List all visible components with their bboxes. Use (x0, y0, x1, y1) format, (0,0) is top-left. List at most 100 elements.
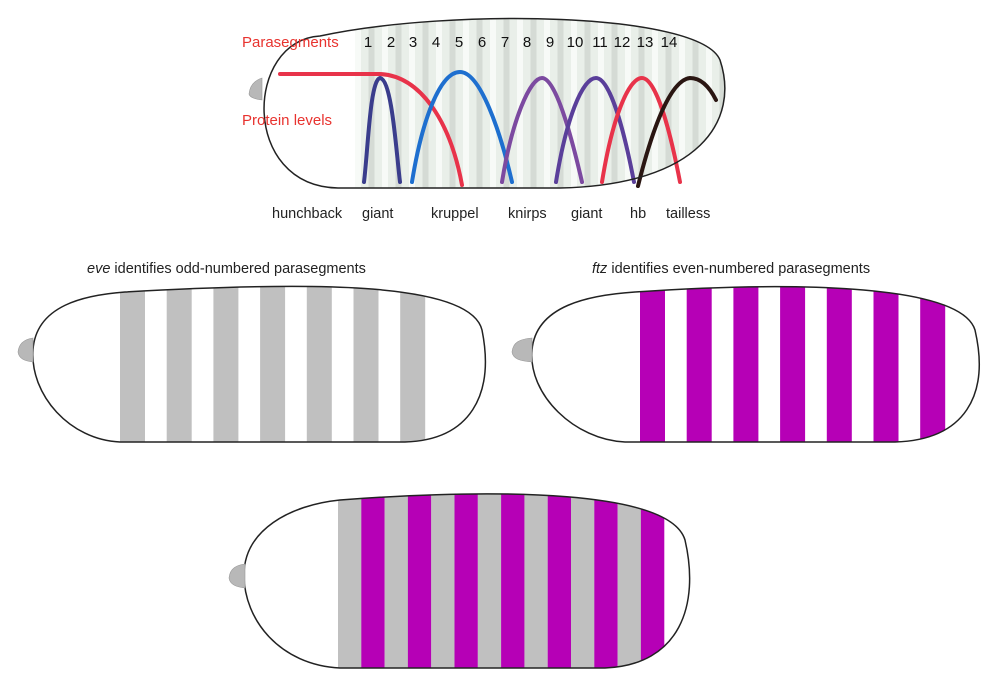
combined-ftz-stripe (547, 493, 572, 668)
parasegments-label: Parasegments (242, 34, 339, 51)
eve-embryo-outline (32, 285, 486, 443)
combined-ftz-stripe (361, 493, 385, 668)
ftz-stripes (640, 286, 946, 442)
parasegment-number: 8 (523, 34, 531, 51)
parasegment-number: 1 (364, 34, 372, 51)
ftz-stripe (920, 286, 946, 442)
ftz-stripe (873, 286, 899, 442)
parasegment-band (517, 18, 523, 188)
combined-eve-stripe (431, 493, 455, 668)
parasegment-number: 3 (409, 34, 417, 51)
eve-stripe (120, 286, 145, 442)
parasegment-band (692, 18, 699, 188)
ftz-stripe (780, 286, 806, 442)
gene-label: knirps (508, 206, 547, 222)
parasegment-band (449, 18, 456, 188)
combined-ftz-stripe (454, 493, 478, 668)
eve-stripes (120, 286, 426, 442)
combined-ftz-stripe (407, 493, 432, 668)
ftz-stripe (733, 286, 759, 442)
parasegment-band (490, 18, 496, 188)
ftz-title-gene: ftz (592, 261, 608, 277)
combined-panel (228, 493, 691, 669)
parasegment-band (463, 18, 469, 188)
knirps-curve (500, 75, 584, 184)
parasegment-number: 9 (546, 34, 554, 51)
ftz-embryo-outline (531, 285, 980, 443)
eve-stripe (166, 286, 192, 442)
ftz-panel: ftz identifies even-numbered parasegment… (511, 261, 980, 443)
eve-title-gene: eve (87, 261, 110, 277)
hunchback-curve (278, 72, 464, 187)
parasegment-number: 11 (592, 34, 608, 51)
ftz-title-text: identifies even-numbered parasegments (607, 261, 870, 277)
parasegment-band (530, 18, 537, 188)
gene-label: giant (362, 206, 393, 222)
hb-posterior-curve (600, 75, 682, 184)
parasegment-band (598, 18, 604, 188)
eve-micropyle-nub (17, 337, 34, 363)
eve-stripe (306, 286, 332, 442)
kruppel-curve (410, 69, 514, 184)
ftz-micropyle-nub (511, 337, 533, 363)
ftz-stripe (640, 286, 665, 442)
parasegment-number: 7 (501, 34, 509, 51)
parasegment-band (355, 18, 361, 188)
combined-eve-stripe (384, 493, 408, 668)
parasegment-band (476, 18, 483, 188)
parasegment-band (584, 18, 591, 188)
protein-curves (278, 69, 718, 188)
parasegment-band (638, 18, 645, 188)
parasegment-number: 4 (432, 34, 440, 51)
parasegment-band (625, 18, 631, 188)
parasegment-band (719, 18, 725, 188)
parasegment-band (503, 18, 510, 188)
gene-label: kruppel (431, 206, 479, 222)
parasegment-number: 2 (387, 34, 395, 51)
parasegment-number: 5 (455, 34, 463, 51)
ftz-stripe (686, 286, 712, 442)
combined-eve-stripe (617, 493, 641, 668)
eve-title: eve identifies odd-numbered parasegments (87, 261, 366, 277)
protein-levels-label: Protein levels (242, 112, 332, 129)
eve-stripe (353, 286, 379, 442)
parasegment-band (382, 18, 388, 188)
gene-label: hb (630, 206, 646, 222)
giant-posterior-curve (554, 75, 636, 184)
parasegment-number: 6 (478, 34, 486, 51)
combined-eve-stripe (524, 493, 548, 668)
combined-embryo-outline (243, 493, 691, 669)
parasegment-band (422, 18, 429, 188)
parasegment-band (436, 18, 442, 188)
parasegment-band (706, 18, 712, 188)
ftz-stripe (826, 286, 852, 442)
eve-stripe (400, 286, 426, 442)
parasegment-number: 14 (661, 34, 678, 51)
combined-stripes (338, 493, 665, 668)
parasegment-band (544, 18, 550, 188)
combined-eve-stripe (477, 493, 502, 668)
gene-label: giant (571, 206, 602, 222)
tailless-curve (636, 75, 718, 188)
combined-eve-stripe (571, 493, 595, 668)
parasegment-number: 10 (567, 34, 584, 51)
parasegment-band (652, 18, 658, 188)
combined-ftz-stripe (640, 493, 665, 668)
parasegment-number: 13 (637, 34, 654, 51)
top-micropyle-nub (248, 77, 263, 101)
parasegment-number: 12 (614, 34, 631, 51)
parasegment-band (409, 18, 415, 188)
combined-ftz-stripe (501, 493, 525, 668)
eve-title-text: identifies odd-numbered parasegments (110, 261, 366, 277)
parasegment-band (395, 18, 402, 188)
gene-label: tailless (666, 206, 710, 222)
combined-eve-stripe (338, 493, 362, 668)
ftz-title: ftz identifies even-numbered parasegment… (592, 261, 870, 277)
parasegment-band (679, 18, 685, 188)
parasegment-band (665, 18, 672, 188)
top-embryo-outline (263, 17, 726, 189)
